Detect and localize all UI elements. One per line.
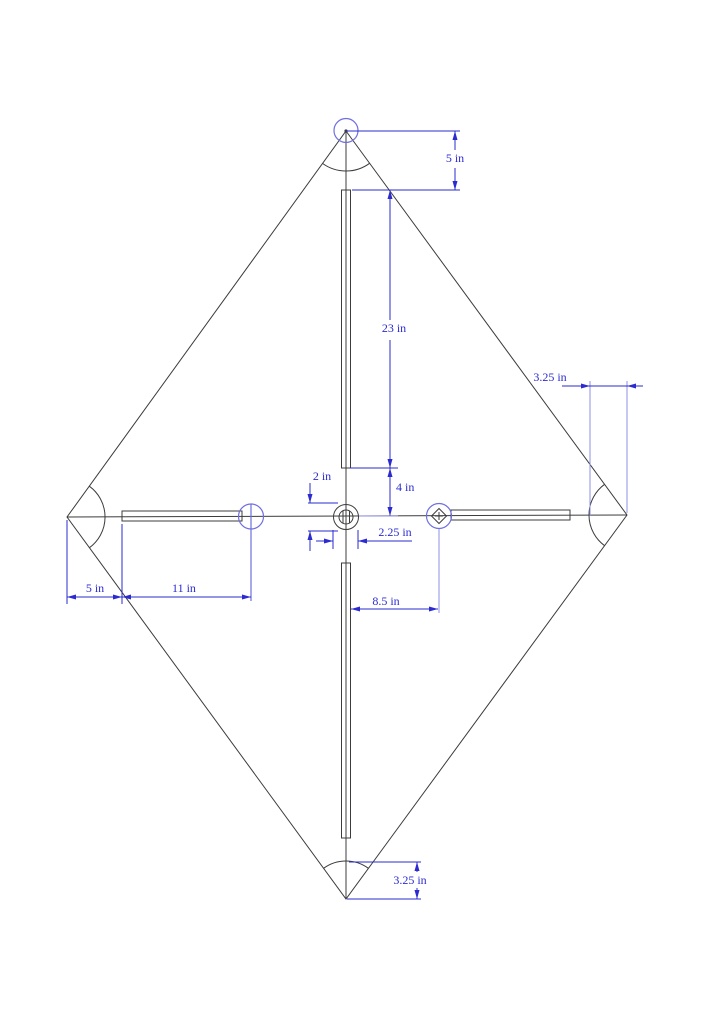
dim-right-fitting-offset: 8.5 in (351, 594, 438, 612)
bottom-corner-arc (323, 860, 369, 869)
center-hub (333, 504, 359, 530)
left-cross-spar (121, 510, 243, 522)
dim-label-right-fitting-offset: 8.5 in (372, 594, 399, 608)
dim-label-spine-gap: 4 in (396, 480, 414, 494)
dim-right-tip-offset: 3.25 in (533, 370, 643, 516)
horizontal-centerline (66, 514, 628, 518)
dim-top-height: 5 in (346, 130, 464, 191)
lower-spine-spar (341, 562, 351, 839)
dim-label-hub-diameter: 2.25 in (378, 525, 411, 539)
dim-bottom-tip-offset: 3.25 in (347, 861, 427, 900)
dim-label-upper-spine: 23 in (382, 321, 406, 335)
dim-hub-slot: 2 in (307, 469, 338, 551)
dim-label-left-tip-offset: 5 in (86, 581, 104, 595)
dim-spine-gap: 4 in (359, 468, 414, 517)
dim-upper-spine: 23 in (350, 190, 406, 469)
kite-outline (66, 130, 628, 900)
dim-label-hub-slot: 2 in (313, 469, 331, 483)
fittings (237, 117, 453, 613)
dim-label-left-spar: 11 in (172, 581, 196, 595)
corner-arcs (89, 162, 605, 869)
right-fitting (425, 502, 453, 613)
upper-spine-spar (341, 189, 351, 469)
dim-label-top-height: 5 in (446, 151, 464, 165)
right-corner-arc (588, 483, 605, 547)
dim-label-right-tip-offset: 3.25 in (533, 370, 566, 384)
left-corner-arc (89, 485, 106, 549)
dim-label-bottom-tip-offset: 3.25 in (393, 873, 426, 887)
dim-hub-diameter: 2.25 in (316, 525, 412, 549)
top-corner-arc (322, 162, 370, 172)
dim-left-group: 5 in 11 in (66, 520, 251, 604)
